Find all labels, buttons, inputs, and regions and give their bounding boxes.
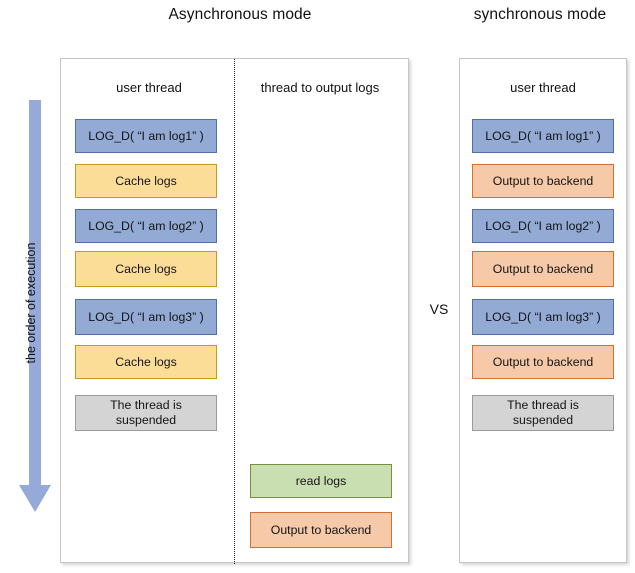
order-of-execution-arrow-group: the order of execution xyxy=(14,100,56,515)
step-thread-suspended[interactable]: The thread is suspended xyxy=(75,395,217,431)
vs-label: VS xyxy=(429,301,449,317)
async-mode-panel: user thread thread to output logs LOG_D(… xyxy=(60,58,409,564)
sync-step-output-to-backend-2[interactable]: Output to backend xyxy=(472,251,614,287)
sync-step-output-to-backend-3[interactable]: Output to backend xyxy=(472,345,614,379)
step-log-d-3[interactable]: LOG_D( “I am log3” ) xyxy=(75,299,217,335)
step-log-d-1[interactable]: LOG_D( “I am log1” ) xyxy=(75,119,217,153)
sync-mode-panel: user thread LOG_D( “I am log1” ) Output … xyxy=(459,58,627,563)
sync-step-log-d-2[interactable]: LOG_D( “I am log2” ) xyxy=(472,209,614,243)
down-arrow-icon xyxy=(19,100,51,512)
sync-mode-title: synchronous mode xyxy=(473,6,607,23)
sync-step-output-to-backend-1[interactable]: Output to backend xyxy=(472,164,614,198)
step-cache-logs-3[interactable]: Cache logs xyxy=(75,345,217,379)
order-of-execution-label: the order of execution xyxy=(24,242,38,364)
sync-step-log-d-3[interactable]: LOG_D( “I am log3” ) xyxy=(472,299,614,335)
sync-step-log-d-1[interactable]: LOG_D( “I am log1” ) xyxy=(472,119,614,153)
step-output-to-backend-async[interactable]: Output to backend xyxy=(250,512,392,548)
thread-divider xyxy=(234,59,235,564)
step-log-d-2[interactable]: LOG_D( “I am log2” ) xyxy=(75,209,217,243)
step-cache-logs-2[interactable]: Cache logs xyxy=(75,251,217,287)
async-user-thread-header: user thread xyxy=(116,80,182,95)
sync-user-thread-header: user thread xyxy=(510,80,576,95)
async-output-logs-thread-header: thread to output logs xyxy=(260,80,380,95)
step-cache-logs-1[interactable]: Cache logs xyxy=(75,164,217,198)
step-read-logs[interactable]: read logs xyxy=(250,464,392,498)
sync-step-thread-suspended[interactable]: The thread is suspended xyxy=(472,395,614,431)
async-mode-title: Asynchronous mode xyxy=(168,6,312,23)
